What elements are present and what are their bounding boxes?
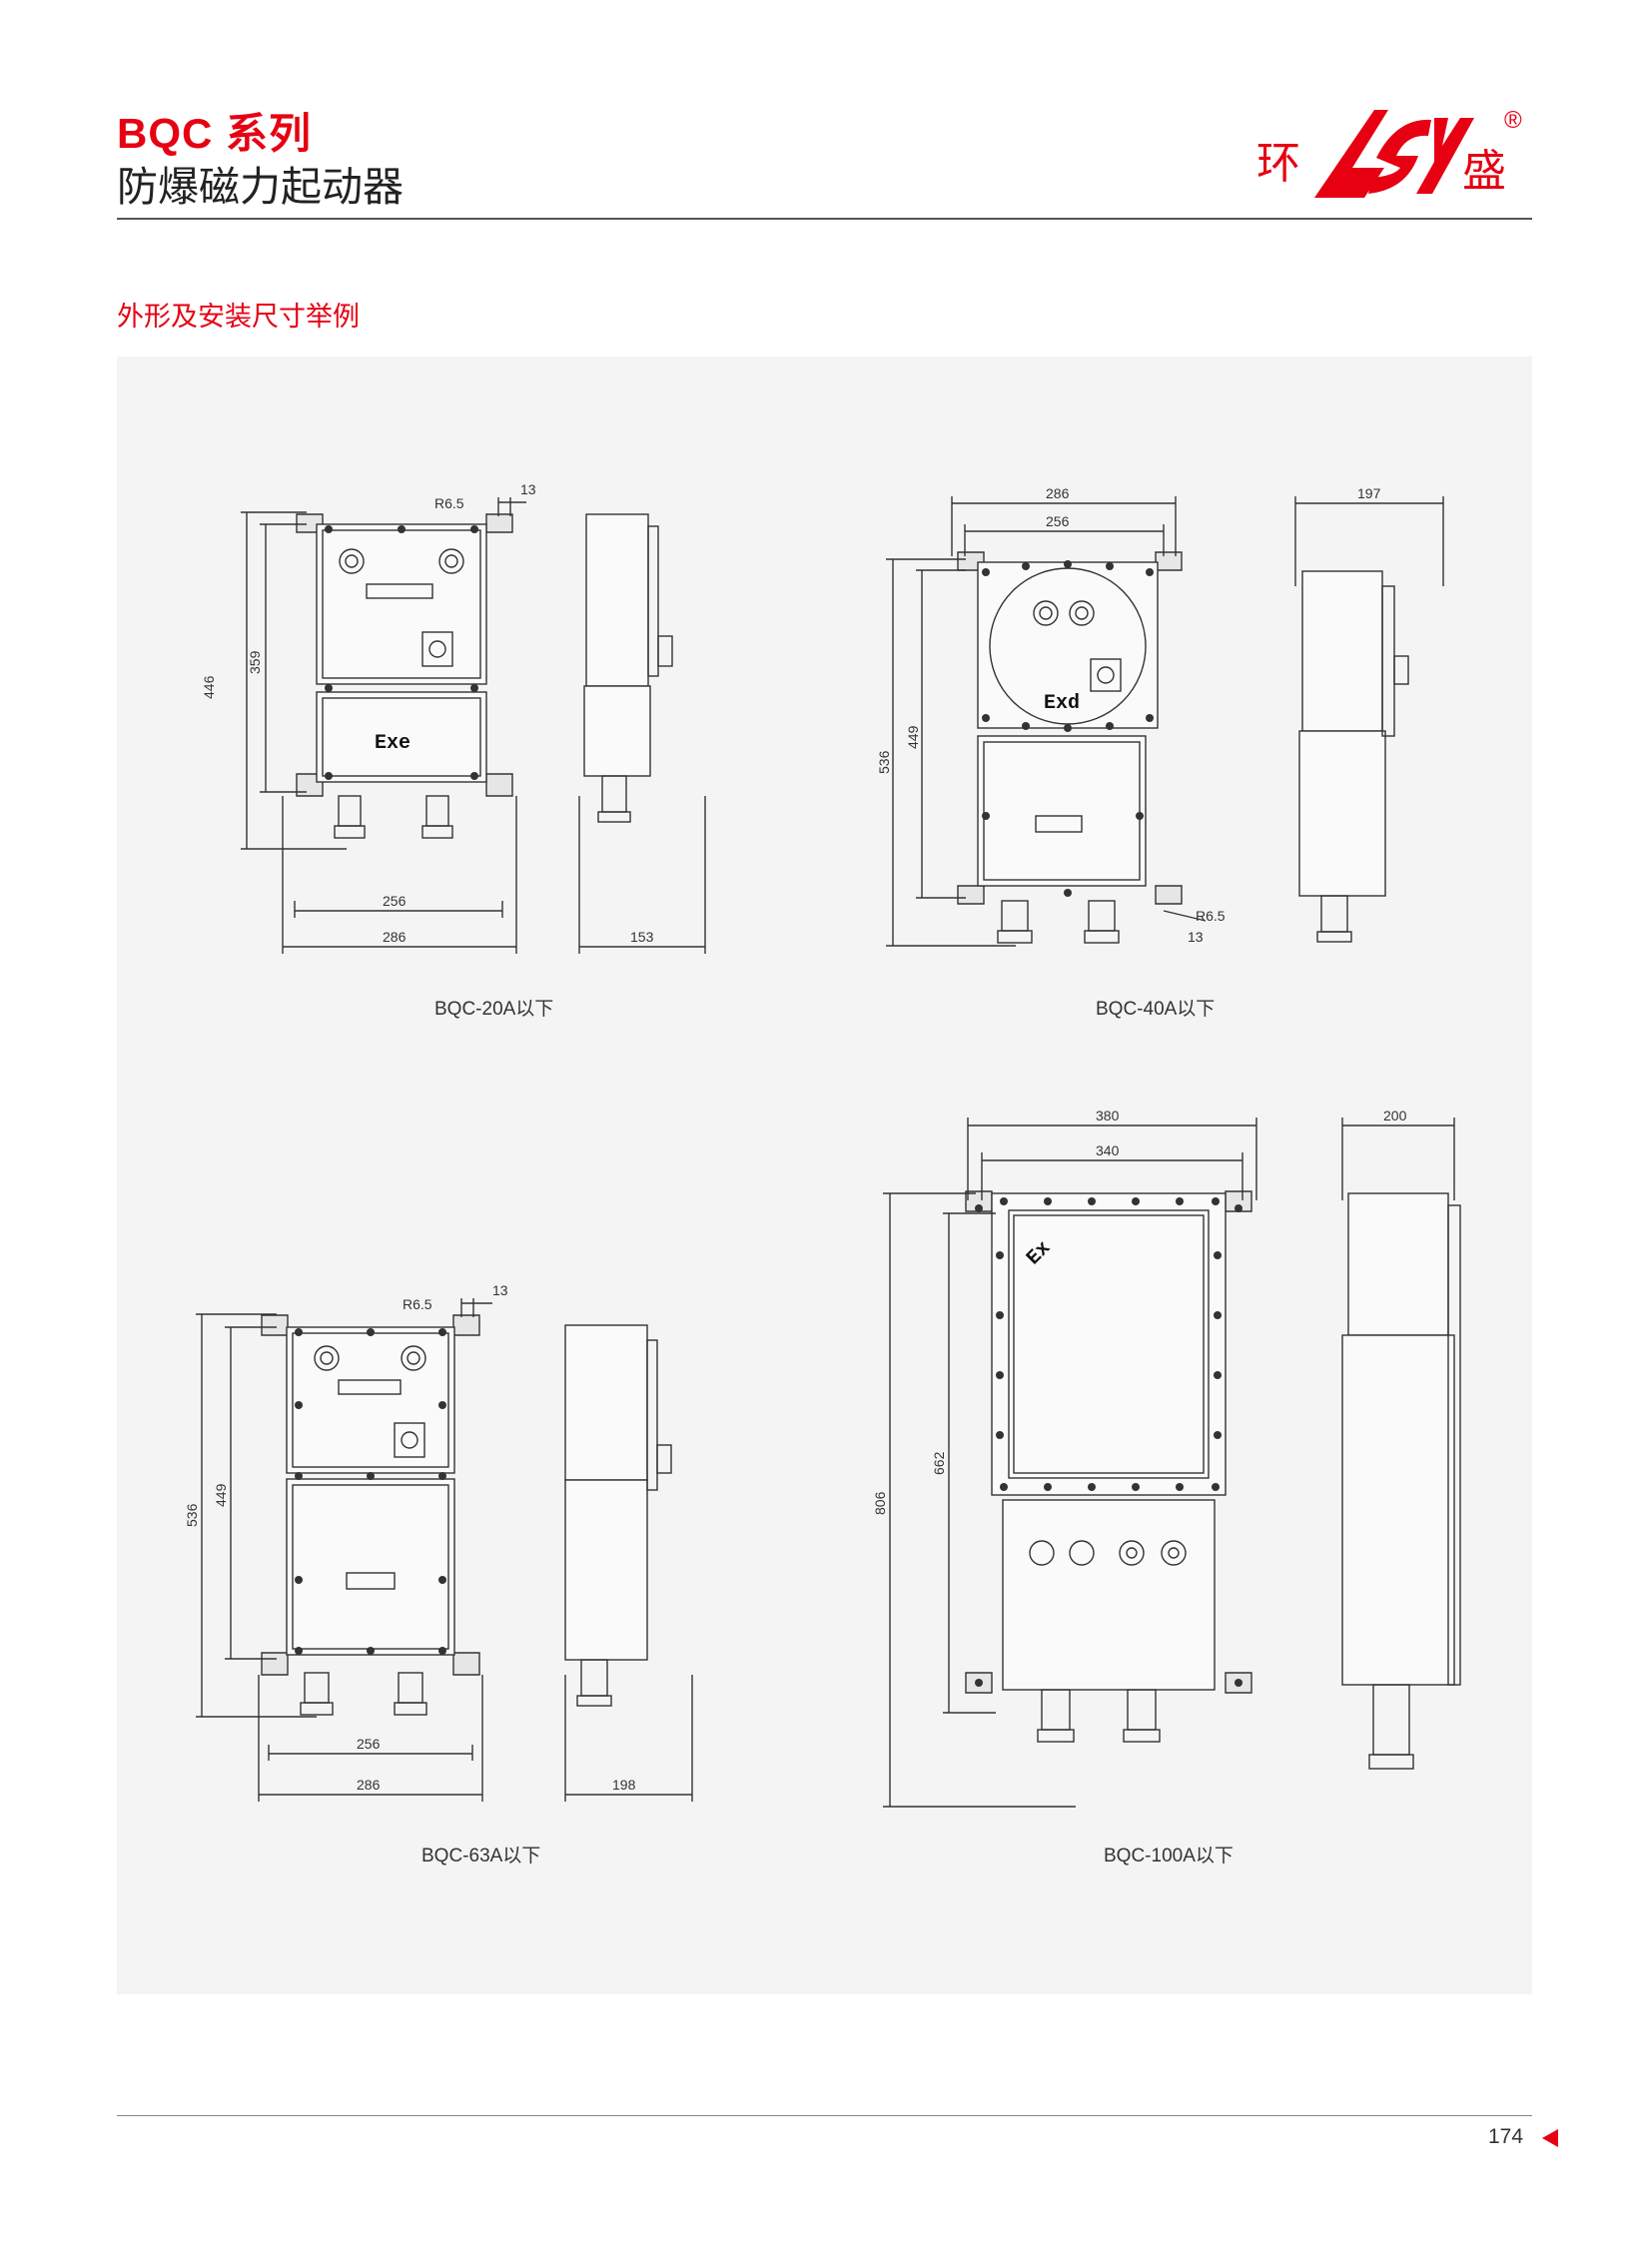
logo-text-left: 环: [1256, 139, 1300, 188]
dim-449-c: 449: [213, 1483, 229, 1507]
dim-449-b: 449: [905, 725, 921, 749]
dim-13-b: 13: [1188, 929, 1204, 945]
caption-bqc-63a: BQC-63A以下: [421, 1846, 541, 1867]
drawing-bqc-100a: [883, 1118, 1461, 1808]
drawing-bqc-63a: [196, 1298, 693, 1802]
dim-256-c: 256: [357, 1736, 381, 1752]
caption-bqc-20a: BQC-20A以下: [434, 999, 554, 1020]
dim-536-b: 536: [876, 750, 892, 774]
caption-bqc-100a: BQC-100A以下: [1104, 1846, 1234, 1867]
dim-340: 340: [1096, 1142, 1120, 1158]
dim-198: 198: [612, 1777, 636, 1793]
marking-exd: Exd: [1044, 692, 1080, 715]
dim-446: 446: [201, 675, 217, 699]
page-arrow-icon: [1542, 2129, 1558, 2147]
dim-806: 806: [872, 1491, 888, 1515]
page-number: 174: [1488, 2125, 1524, 2148]
dim-13-c: 13: [492, 1282, 508, 1298]
technical-drawings: Exe R6.5 13 446 359 256 286 153: [184, 481, 1461, 1808]
dim-r65-a: R6.5: [434, 495, 464, 511]
dim-359: 359: [247, 650, 263, 674]
dim-380: 380: [1096, 1108, 1120, 1123]
registered-mark: ®: [1504, 107, 1522, 134]
dim-536-c: 536: [184, 1503, 200, 1527]
dim-256-a: 256: [383, 893, 407, 909]
dim-256-b: 256: [1046, 513, 1070, 529]
dim-200: 200: [1383, 1108, 1407, 1123]
product-title: 防爆磁力起动器: [117, 164, 404, 210]
logo-text-right: 盛: [1462, 147, 1506, 196]
drawing-bqc-40a: [886, 496, 1444, 947]
dim-286-a: 286: [383, 929, 407, 945]
dim-r65-c: R6.5: [403, 1296, 432, 1312]
header-rule: [117, 218, 1532, 220]
series-title: BQC 系列: [117, 110, 313, 157]
footer-rule: [117, 2115, 1532, 2116]
brand-logo: 环 盛 ®: [1256, 107, 1522, 198]
dim-r65-b: R6.5: [1196, 908, 1226, 924]
dim-662: 662: [931, 1451, 947, 1475]
drawing-panel: Exe R6.5 13 446 359 256 286 153: [117, 357, 1532, 1994]
dim-286-c: 286: [357, 1777, 381, 1793]
dim-13-a: 13: [520, 481, 536, 497]
dim-197: 197: [1357, 485, 1381, 501]
caption-bqc-40a: BQC-40A以下: [1096, 999, 1216, 1020]
marking-exe: Exe: [375, 732, 411, 755]
section-title: 外形及安装尺寸举例: [117, 302, 360, 332]
dim-153: 153: [630, 929, 654, 945]
drawing-bqc-20a: [241, 497, 706, 954]
dim-286-b: 286: [1046, 485, 1070, 501]
